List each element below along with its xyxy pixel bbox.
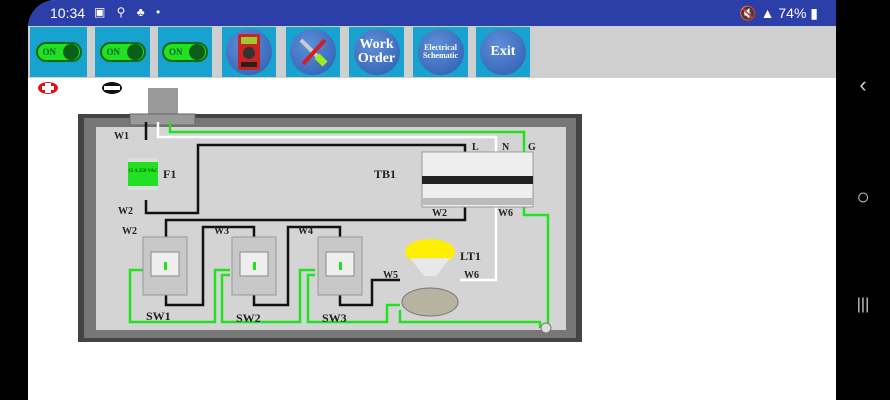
wiring-diagram: 15 A 250 VAC W1 F1 W2 TB1 L N G W2 W6 W2…	[38, 82, 582, 342]
receptacle-outlet[interactable]	[401, 287, 459, 317]
notification-icons: ▣ ⚲ ♣ •	[94, 5, 165, 19]
svg-text:G: G	[528, 142, 536, 153]
recents-button[interactable]: |||	[856, 296, 870, 313]
mute-signal-icon: 🔇 ▲	[739, 5, 779, 21]
svg-text:W1: W1	[114, 131, 129, 142]
status-bar: 10:34 ▣ ⚲ ♣ • 🔇 ▲ 74% ▮	[28, 0, 836, 26]
terminal-block-tb1[interactable]	[421, 151, 534, 208]
toolbar: ON ON ON Work Order Electrical Schematic…	[28, 26, 836, 78]
svg-text:W3: W3	[214, 226, 229, 237]
switch-sw1[interactable]	[142, 236, 188, 296]
exit-button[interactable]: Exit	[476, 27, 530, 77]
negative-terminal-icon[interactable]	[102, 82, 122, 94]
svg-text:LT1: LT1	[460, 249, 481, 263]
switch-sw3[interactable]	[317, 236, 363, 296]
svg-text:SW3: SW3	[322, 311, 347, 325]
back-button[interactable]: ‹	[859, 72, 867, 97]
app-window: 10:34 ▣ ⚲ ♣ • 🔇 ▲ 74% ▮ ON ON ON Work Or…	[28, 0, 836, 400]
toggle-switch[interactable]: ON	[162, 42, 208, 62]
svg-text:L: L	[472, 142, 479, 153]
svg-text:SW1: SW1	[146, 309, 171, 323]
work-order-button[interactable]: Work Order	[349, 27, 404, 77]
toggle-3-button[interactable]: ON	[158, 27, 212, 77]
power-cord	[148, 88, 178, 116]
electrical-schematic-button[interactable]: Electrical Schematic	[413, 27, 468, 77]
svg-text:W2: W2	[122, 226, 137, 237]
svg-text:W2: W2	[432, 208, 447, 219]
svg-text:W6: W6	[464, 270, 479, 281]
light-lt1[interactable]	[405, 239, 455, 276]
multimeter-icon	[226, 29, 272, 75]
tools-icon	[290, 29, 336, 75]
svg-text:15 A 250 VAC: 15 A 250 VAC	[128, 169, 158, 174]
positive-terminal-icon[interactable]	[38, 82, 58, 94]
multimeter-button[interactable]	[222, 27, 276, 77]
battery-level: 🔇 ▲ 74% ▮	[739, 5, 818, 21]
svg-text:N: N	[502, 142, 510, 153]
svg-text:SW2: SW2	[236, 311, 261, 325]
svg-text:TB1: TB1	[374, 167, 396, 181]
svg-text:W6: W6	[498, 208, 513, 219]
svg-text:W4: W4	[298, 226, 313, 237]
navigation-bar: ‹ ○ |||	[836, 0, 890, 400]
svg-text:W5: W5	[383, 270, 398, 281]
switch-sw2[interactable]	[231, 236, 277, 296]
clock: 10:34	[50, 5, 86, 21]
toggle-1-button[interactable]: ON	[30, 27, 87, 77]
svg-text:W2: W2	[118, 206, 133, 217]
toggle-switch[interactable]: ON	[35, 42, 82, 62]
toggle-2-button[interactable]: ON	[95, 27, 150, 77]
toggle-switch[interactable]: ON	[99, 42, 146, 62]
home-button[interactable]: ○	[856, 184, 870, 209]
svg-text:F1: F1	[163, 167, 176, 181]
battery-icon: ▮	[806, 5, 818, 21]
tools-button[interactable]	[286, 27, 340, 77]
